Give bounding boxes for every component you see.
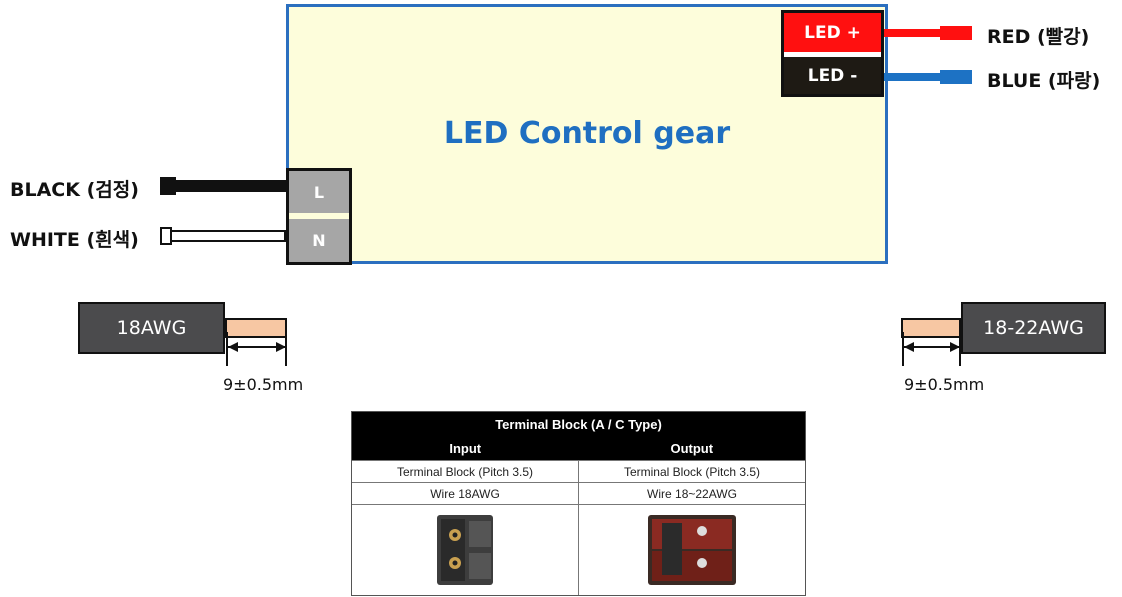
input-terminal-image xyxy=(352,504,578,595)
wire-red-label: RED (빨강) xyxy=(987,26,1090,48)
dim-tick-left-b xyxy=(285,332,287,366)
wire-blue-label: BLUE (파랑) xyxy=(987,70,1101,92)
terminal-led-minus: LED - xyxy=(781,57,884,97)
table-cell: Terminal Block (Pitch 3.5) xyxy=(352,460,578,482)
wire-blue xyxy=(884,73,972,81)
dim-tick-left-a xyxy=(226,332,228,366)
table-row: Terminal Block (Pitch 3.5) Terminal Bloc… xyxy=(352,460,805,482)
dim-arrow-right xyxy=(904,342,960,352)
terminal-led-plus: LED + xyxy=(781,10,884,52)
control-gear-title: LED Control gear xyxy=(443,116,731,151)
table-cell: Wire 18AWG xyxy=(352,482,578,504)
wire-black xyxy=(168,180,286,192)
column-header-output: Output xyxy=(670,441,714,456)
terminal-separator-input xyxy=(286,213,352,219)
wire-black-label: BLACK (검정) xyxy=(10,179,139,201)
dim-tick-right-b xyxy=(959,332,961,366)
conductor-right xyxy=(901,318,961,338)
strip-length-left: 9±0.5mm xyxy=(223,375,304,394)
table-cell: Terminal Block (Pitch 3.5) xyxy=(578,460,805,482)
terminal-l: L xyxy=(286,168,352,213)
terminal-separator-output xyxy=(781,52,884,57)
column-header-input: Input xyxy=(449,441,482,456)
wire-jacket-left: 18AWG xyxy=(78,302,225,354)
table-cell: Wire 18~22AWG xyxy=(578,482,805,504)
wire-white-end xyxy=(160,227,172,245)
wire-red xyxy=(884,29,972,37)
output-terminal-image xyxy=(578,504,805,595)
wire-black-end xyxy=(160,177,176,195)
wire-gauge-left: 18AWG xyxy=(116,317,187,339)
terminal-n: N xyxy=(286,219,352,265)
table-row: Wire 18AWG Wire 18~22AWG xyxy=(352,482,805,504)
conductor-left xyxy=(225,318,287,338)
wire-white xyxy=(168,230,286,242)
terminal-block-table: Terminal Block (A / C Type) Input Output… xyxy=(351,411,806,596)
strip-length-right: 9±0.5mm xyxy=(904,375,985,394)
wire-gauge-right: 18-22AWG xyxy=(983,317,1084,339)
wire-jacket-right: 18-22AWG xyxy=(961,302,1106,354)
input-terminal-block-icon xyxy=(437,515,493,585)
table-header-row: Input Output xyxy=(352,438,805,460)
wire-white-label: WHITE (흰색) xyxy=(10,229,139,251)
dim-tick-right-a xyxy=(902,332,904,366)
wire-red-end xyxy=(940,26,972,40)
dim-arrow-left xyxy=(228,342,286,352)
output-terminal-block-icon xyxy=(648,515,736,585)
table-row-images xyxy=(352,504,805,595)
wire-blue-end xyxy=(940,70,972,84)
table-title: Terminal Block (A / C Type) xyxy=(352,412,805,438)
